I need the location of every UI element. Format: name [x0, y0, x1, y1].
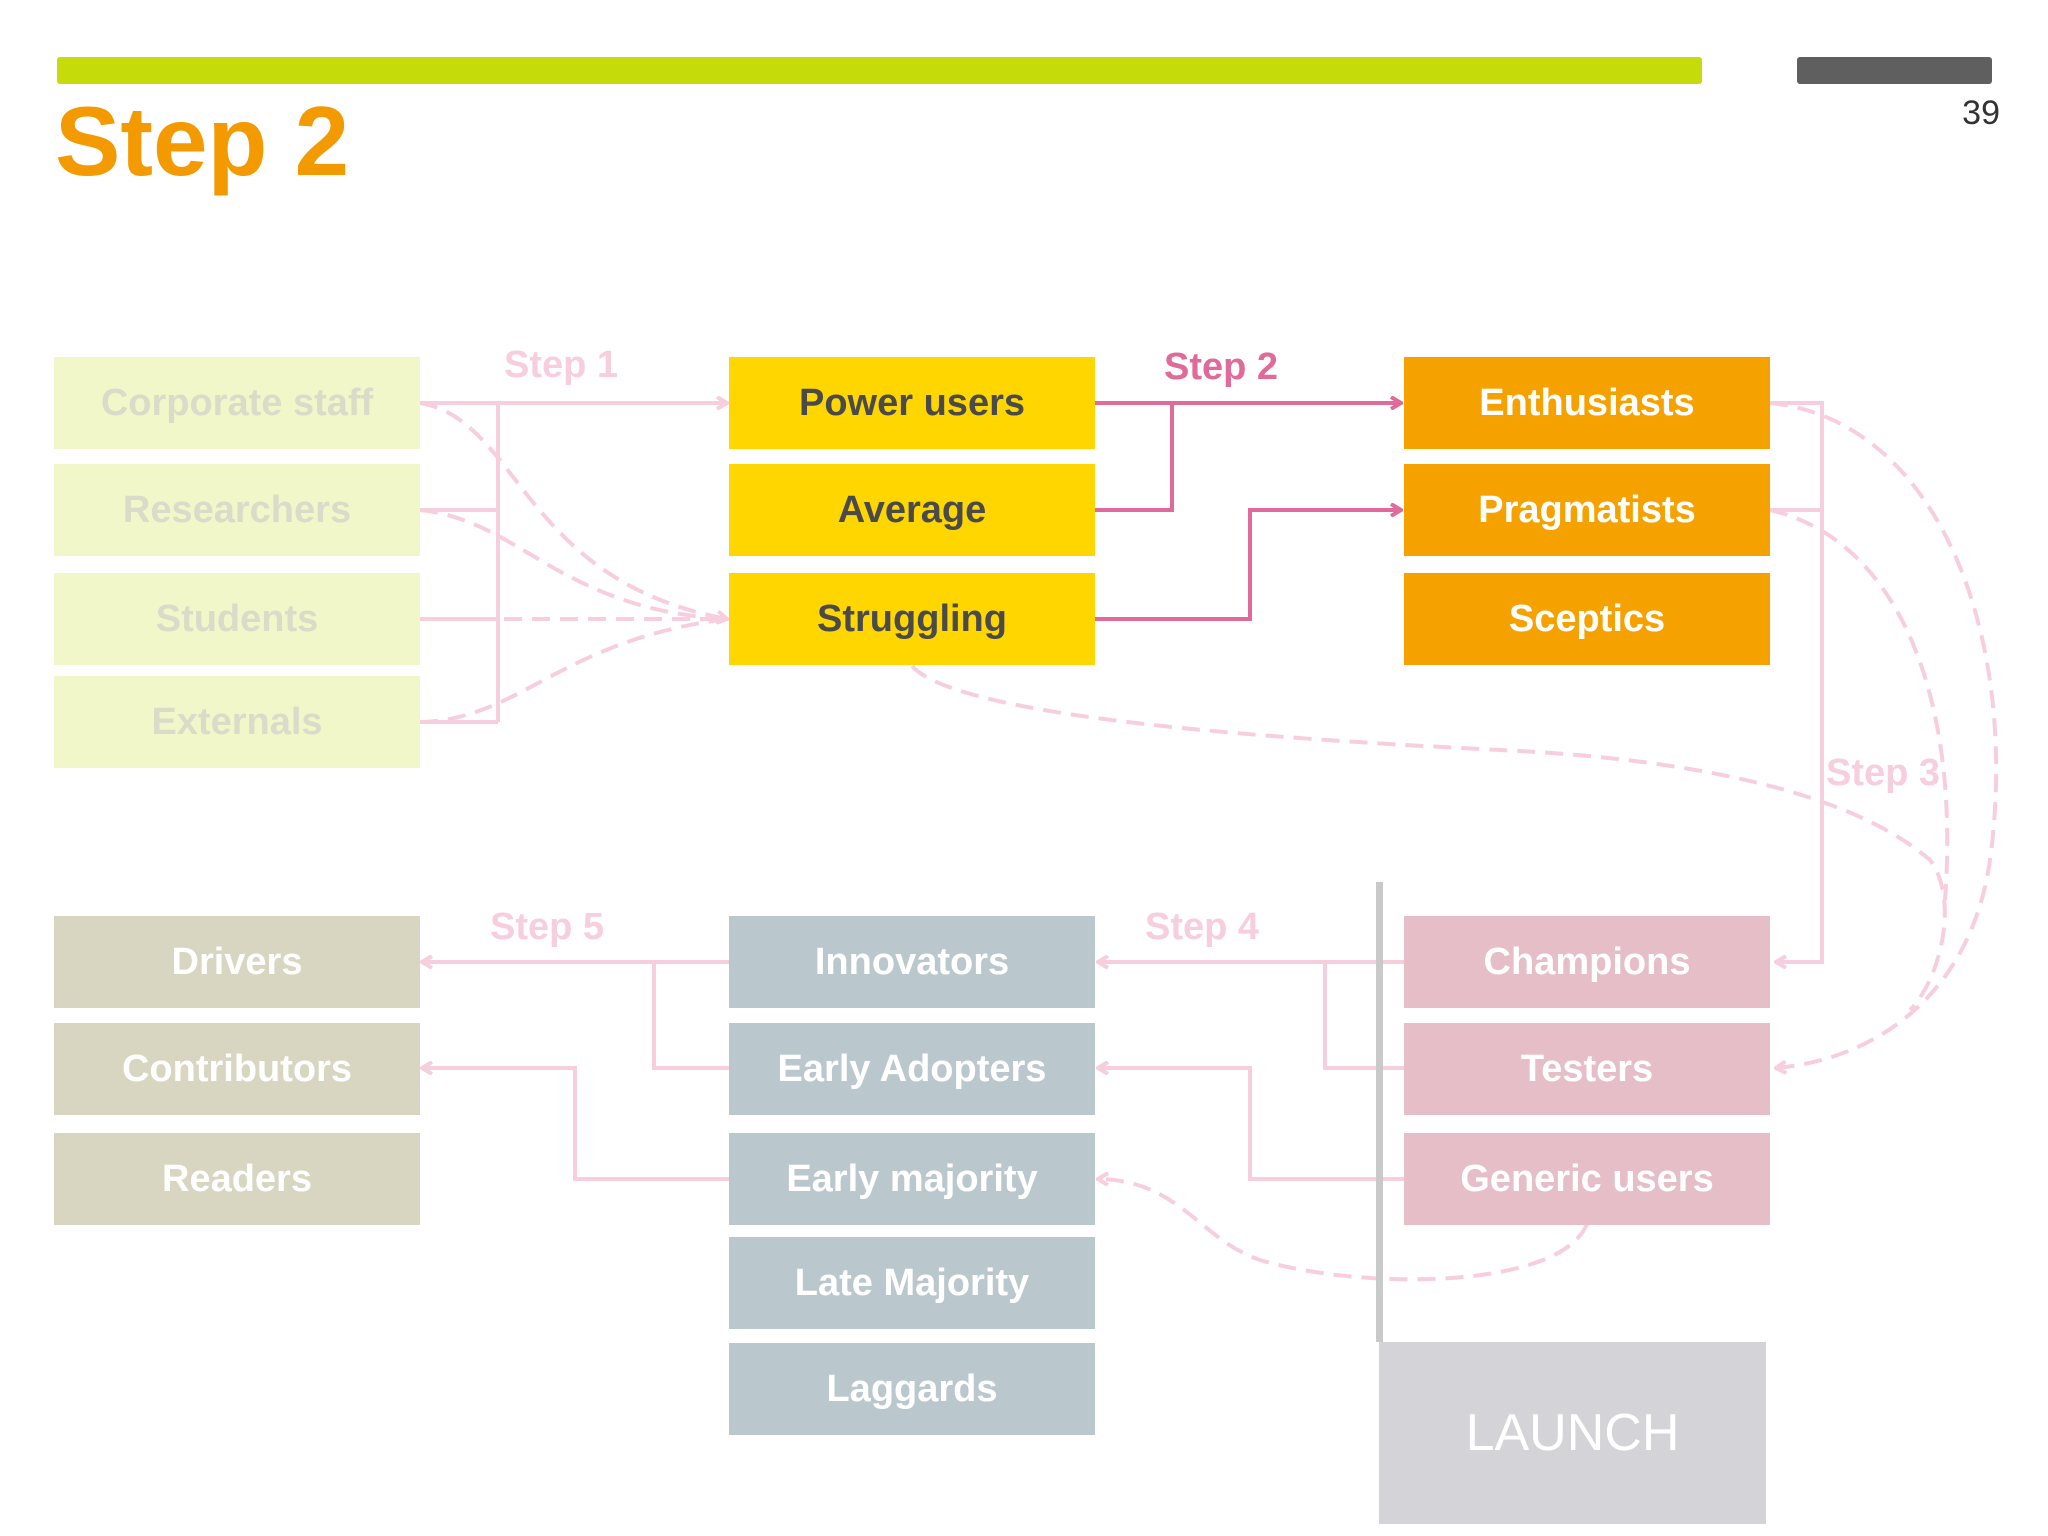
step-4-label: Step 4: [1145, 906, 1260, 948]
box-champions: Champions: [1404, 916, 1770, 1008]
box-testers: Testers: [1404, 1023, 1770, 1115]
box-late-majority: Late Majority: [729, 1237, 1095, 1329]
box-average: Average: [729, 464, 1095, 556]
launch-divider: [1376, 882, 1383, 1342]
box-drivers: Drivers: [54, 916, 420, 1008]
box-enthusiasts: Enthusiasts: [1404, 357, 1770, 449]
page-number: 39: [1962, 94, 2000, 132]
gray-bar: [1797, 57, 1992, 84]
step-2-label: Step 2: [1164, 346, 1279, 388]
box-students: Students: [54, 573, 420, 665]
box-externals: Externals: [54, 676, 420, 768]
box-pragmatists: Pragmatists: [1404, 464, 1770, 556]
box-power-users: Power users: [729, 357, 1095, 449]
box-early-majority: Early majority: [729, 1133, 1095, 1225]
box-generic-users: Generic users: [1404, 1133, 1770, 1225]
box-contributors: Contributors: [54, 1023, 420, 1115]
launch-box: LAUNCH: [1379, 1342, 1766, 1524]
accent-bar: [57, 57, 1702, 84]
box-innovators: Innovators: [729, 916, 1095, 1008]
step-5-label: Step 5: [490, 906, 605, 948]
step-1-label: Step 1: [504, 344, 619, 386]
box-early-adopters: Early Adopters: [729, 1023, 1095, 1115]
box-laggards: Laggards: [729, 1343, 1095, 1435]
box-sceptics: Sceptics: [1404, 573, 1770, 665]
box-researchers: Researchers: [54, 464, 420, 556]
box-corporate-staff: Corporate staff: [54, 357, 420, 449]
box-struggling: Struggling: [729, 573, 1095, 665]
slide-title: Step 2: [55, 86, 350, 196]
box-readers: Readers: [54, 1133, 420, 1225]
step-3-label: Step 3: [1826, 752, 1941, 794]
